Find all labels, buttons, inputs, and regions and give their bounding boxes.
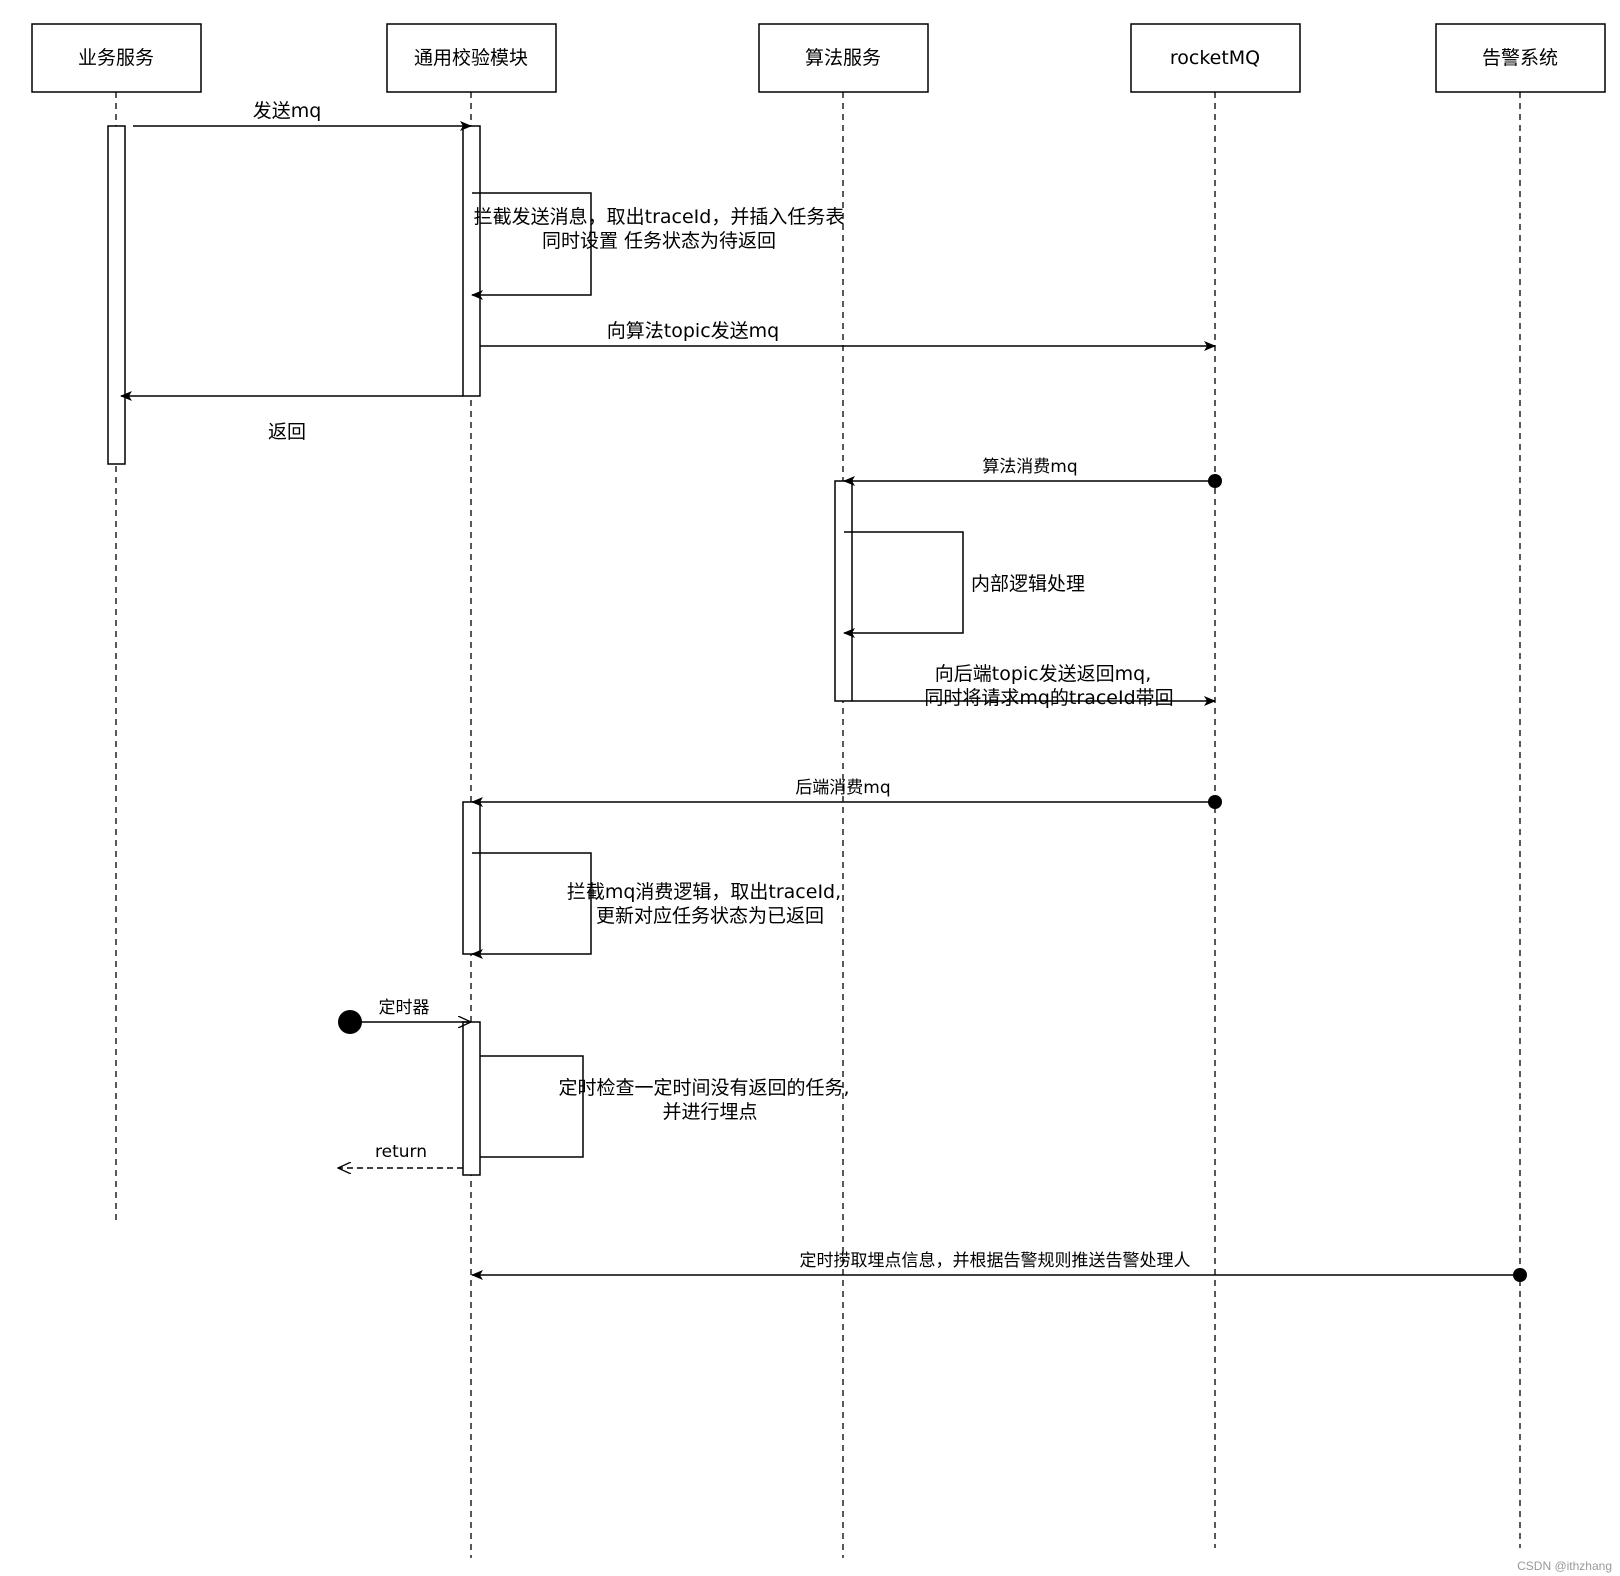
participant-biz-label: 业务服务 [78,47,154,69]
timer-check-label-line1: 定时检查一定时间没有返回的任务, [558,1077,849,1099]
activation-check-1 [462,125,481,397]
message-alarm-fetch-label: 定时捞取埋点信息，并根据告警规则推送告警处理人 [800,1251,1191,1271]
message-backend-consume-label: 后端消费mq [795,778,890,798]
message-send-mq-label: 发送mq [253,100,322,122]
activation-check-3 [462,1021,481,1176]
watermark: CSDN @ithzhang [1517,1559,1612,1573]
message-to-algo-topic-label: 向算法topic发送mq [607,320,779,342]
participant-mq: rocketMQ [1130,23,1301,93]
activation-biz [107,125,126,465]
intercept-label-line2: 同时设置 任务状态为待返回 [542,230,776,252]
self-call-consume-intercept [471,852,592,959]
internal-logic-label: 内部逻辑处理 [971,573,1085,595]
to-backend-label-line2: 同时将请求mq的traceId带回 [924,687,1173,709]
participant-biz: 业务服务 [31,23,202,93]
consume-intercept-label-line1: 拦截mq消费逻辑，取出traceId, [567,881,841,903]
message-return-label: 返回 [268,421,306,443]
self-call-timer-check [480,1055,584,1158]
activation-algo [834,480,853,702]
participant-alarm-label: 告警系统 [1482,47,1558,69]
self-call-internal-logic [843,531,964,638]
message-timer-return-label: return [375,1142,427,1162]
message-algo-consume-label: 算法消费mq [982,457,1077,477]
timer-check-label-line2: 并进行埋点 [662,1101,757,1123]
intercept-label-line1: 拦截发送消息，取出traceId，并插入任务表 [474,206,845,228]
message-timer-label: 定时器 [379,998,430,1018]
participant-algo-label: 算法服务 [805,47,881,69]
self-call-intercept [471,192,592,300]
consume-intercept-label-line2: 更新对应任务状态为已返回 [596,905,824,927]
participant-alarm: 告警系统 [1435,23,1606,93]
participant-check-label: 通用校验模块 [414,47,528,69]
activation-check-2 [462,801,481,955]
to-backend-label-line1: 向后端topic发送返回mq, [935,663,1151,685]
participant-check: 通用校验模块 [386,23,557,93]
participant-mq-label: rocketMQ [1170,47,1260,69]
participant-algo: 算法服务 [758,23,929,93]
